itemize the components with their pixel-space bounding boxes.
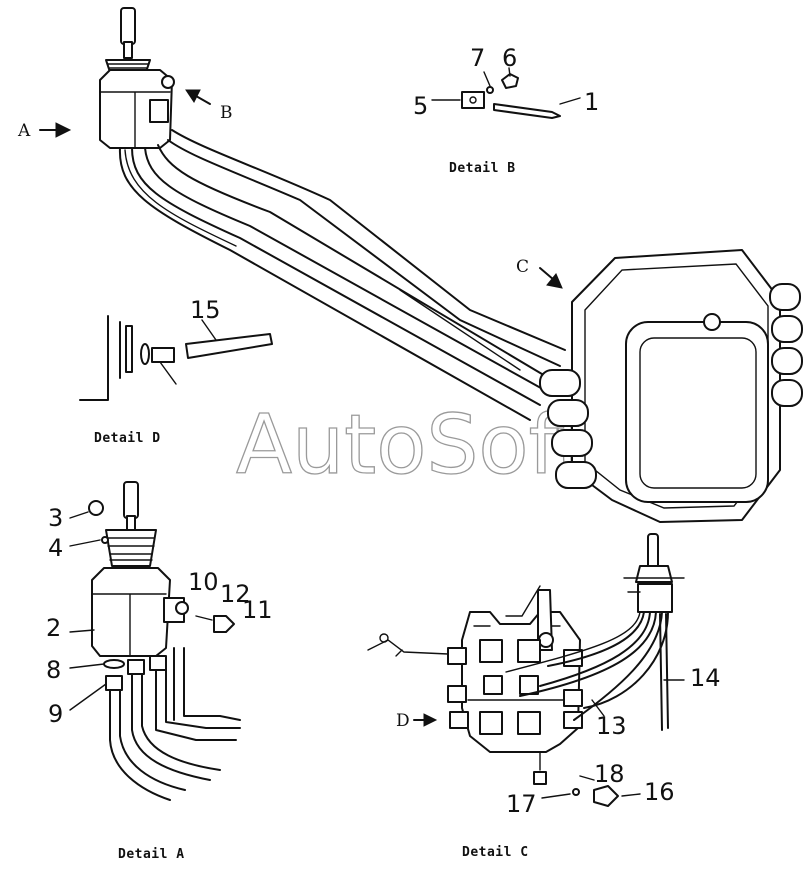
- part-number-6: 6: [502, 44, 517, 72]
- detail-a-lever-shaft: [126, 515, 136, 531]
- spool-cap-6: [771, 315, 803, 343]
- main-valve-fitting: [149, 99, 169, 123]
- detail-c-washer: [572, 788, 580, 796]
- part-number-10: 10: [188, 568, 219, 596]
- spool-cap-8: [771, 379, 803, 407]
- main-lever-knob: [120, 7, 136, 45]
- detail-c-top-bolt: [538, 632, 554, 648]
- part-number-15: 15: [190, 296, 221, 324]
- detail-a-washer: [101, 536, 109, 544]
- detail-c-lever: [647, 533, 659, 569]
- detail-c-tab-right-2: [563, 689, 583, 707]
- part-number-11: 11: [242, 596, 273, 624]
- detail-a-oring: [103, 659, 125, 669]
- detail-c-tab-left-3: [449, 711, 469, 729]
- spool-cap-7: [771, 347, 803, 375]
- detail-d-washer: [140, 343, 150, 365]
- detail-b-rod: [493, 103, 561, 119]
- detail-c-bolt: [593, 785, 619, 807]
- part-number-4: 4: [48, 534, 63, 562]
- part-number-12: 12: [220, 580, 251, 608]
- view-label-d: D: [396, 711, 410, 731]
- part-number-16: 16: [644, 778, 675, 806]
- view-arrow-c: C: [516, 257, 563, 289]
- main-assembly: [99, 7, 803, 523]
- part-number-1: 1: [584, 88, 599, 116]
- detail-a-elbow-3: [149, 655, 167, 671]
- part-number-17: 17: [506, 790, 537, 818]
- view-label-a: A: [17, 121, 31, 141]
- detail-c: 13 14 18 17 16 D Detail C: [367, 533, 721, 860]
- watermark: AutoSoft: [236, 398, 588, 493]
- part-number-3: 3: [48, 504, 63, 532]
- spool-cap-5: [769, 283, 801, 311]
- caption-detail-c: Detail C: [462, 845, 529, 860]
- control-valve-cover: [625, 321, 769, 503]
- view-label-c: C: [516, 257, 529, 277]
- detail-c-boot: [635, 565, 673, 583]
- spool-cap-1: [539, 369, 581, 397]
- spool-cap-3: [551, 429, 593, 457]
- detail-a-bolt: [88, 500, 104, 516]
- detail-c-fitting: [533, 771, 547, 785]
- caption-detail-a: Detail A: [118, 847, 185, 862]
- detail-a-lever-knob: [123, 481, 139, 519]
- part-number-18: 18: [594, 760, 625, 788]
- view-arrow-b: B: [185, 89, 233, 123]
- detail-a-elbow-2: [127, 659, 145, 675]
- detail-b-block: [461, 91, 485, 109]
- detail-a-valve-body: [91, 567, 171, 657]
- caption-detail-d: Detail D: [94, 431, 161, 446]
- caption-detail-b: Detail B: [449, 161, 516, 176]
- detail-a: 3 4 2 10 12 11 8 9 Detail A: [46, 481, 273, 862]
- spool-cap-4: [555, 461, 597, 489]
- detail-c-port-2: [517, 639, 541, 663]
- detail-a-elbow-1: [105, 675, 123, 691]
- part-number-5: 5: [413, 92, 428, 120]
- view-label-b: B: [220, 103, 233, 123]
- detail-c-port-1: [479, 639, 503, 663]
- detail-b-bolt: [501, 73, 519, 89]
- detail-d-nut: [151, 347, 175, 363]
- detail-c-port-6: [519, 675, 539, 695]
- detail-b-washer: [486, 86, 494, 94]
- detail-c-tab-left-2: [447, 685, 467, 703]
- spool-cap-2: [547, 399, 589, 427]
- main-valve-body: [99, 69, 173, 149]
- part-number-14: 14: [690, 664, 721, 692]
- main-lever-shaft: [123, 41, 133, 59]
- control-valve-cap: [703, 313, 721, 331]
- part-number-9: 9: [48, 700, 63, 728]
- detail-c-port-4: [517, 711, 541, 735]
- detail-a-clip: [175, 601, 189, 615]
- part-number-2: 2: [46, 614, 61, 642]
- detail-c-port-5: [483, 675, 503, 695]
- detail-c-port-3: [479, 711, 503, 735]
- detail-d: 15 Detail D: [79, 296, 273, 446]
- view-arrow-a: A: [17, 121, 72, 141]
- detail-d-hose: [185, 333, 273, 359]
- main-valve-bolt: [161, 75, 175, 89]
- detail-b: 5 7 6 1 Detail B: [413, 44, 599, 176]
- detail-c-valve: [637, 583, 673, 613]
- detail-a-screw: [213, 615, 235, 633]
- part-number-8: 8: [46, 656, 61, 684]
- detail-c-tab-left-1: [447, 647, 467, 665]
- part-number-7: 7: [470, 44, 485, 72]
- part-number-13: 13: [596, 712, 627, 740]
